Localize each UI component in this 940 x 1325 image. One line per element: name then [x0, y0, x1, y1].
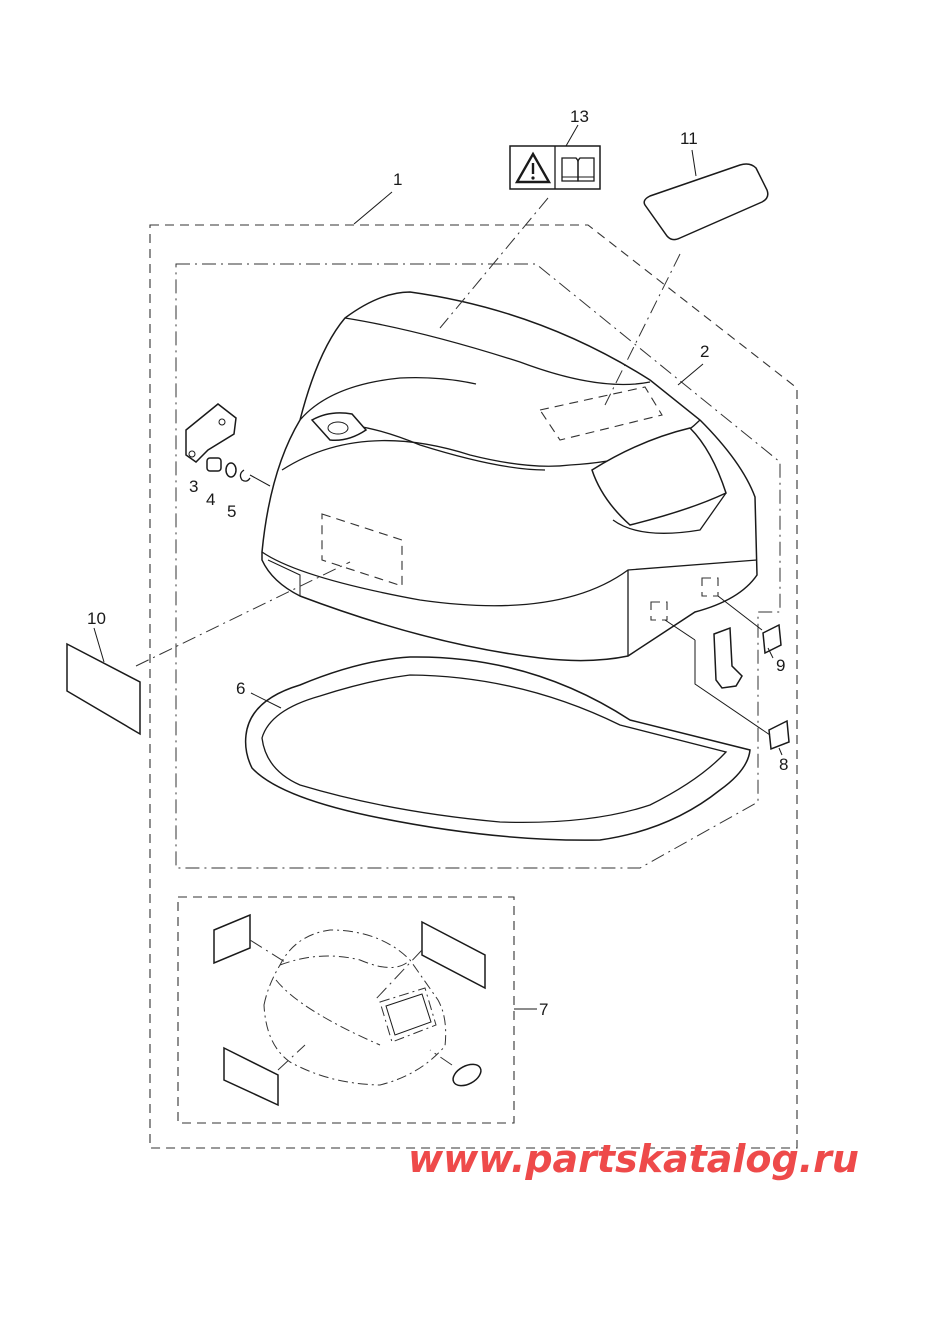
- decal-9: [762, 623, 782, 655]
- manual-book-icon: [561, 157, 595, 182]
- kit-boundary: [177, 896, 515, 1124]
- watermark-text: www.partskatalog.ru: [408, 1137, 859, 1181]
- callout-8: 8: [779, 755, 788, 774]
- callout-10: 10: [87, 609, 106, 628]
- callouts: 1 2 3 4 5 6 7 8 9 10 11 13: [87, 107, 788, 1019]
- callout-3: 3: [189, 477, 198, 496]
- decal-11: [643, 163, 769, 241]
- callout-4: 4: [206, 490, 215, 509]
- callout-1: 1: [393, 170, 402, 189]
- callout-7: 7: [539, 1000, 548, 1019]
- decal-8: [768, 719, 790, 751]
- warning-icon: [514, 151, 552, 184]
- callout-2: 2: [700, 342, 709, 361]
- callout-9: 9: [776, 656, 785, 675]
- decal-10: [66, 642, 141, 736]
- callout-6: 6: [236, 679, 245, 698]
- leader-lines: [93, 124, 783, 1010]
- warning-decal-13: [509, 145, 601, 190]
- cowling-seal: [244, 656, 751, 841]
- hook-bracket: [713, 626, 743, 689]
- decal-kit-7: [213, 913, 486, 1107]
- callout-11: 11: [680, 129, 698, 148]
- assembly-boundary-outer: [149, 224, 798, 1149]
- top-cowling: [261, 291, 758, 662]
- callout-5: 5: [227, 502, 236, 521]
- bracket-with-fasteners: [185, 403, 251, 482]
- callout-13: 13: [570, 107, 589, 126]
